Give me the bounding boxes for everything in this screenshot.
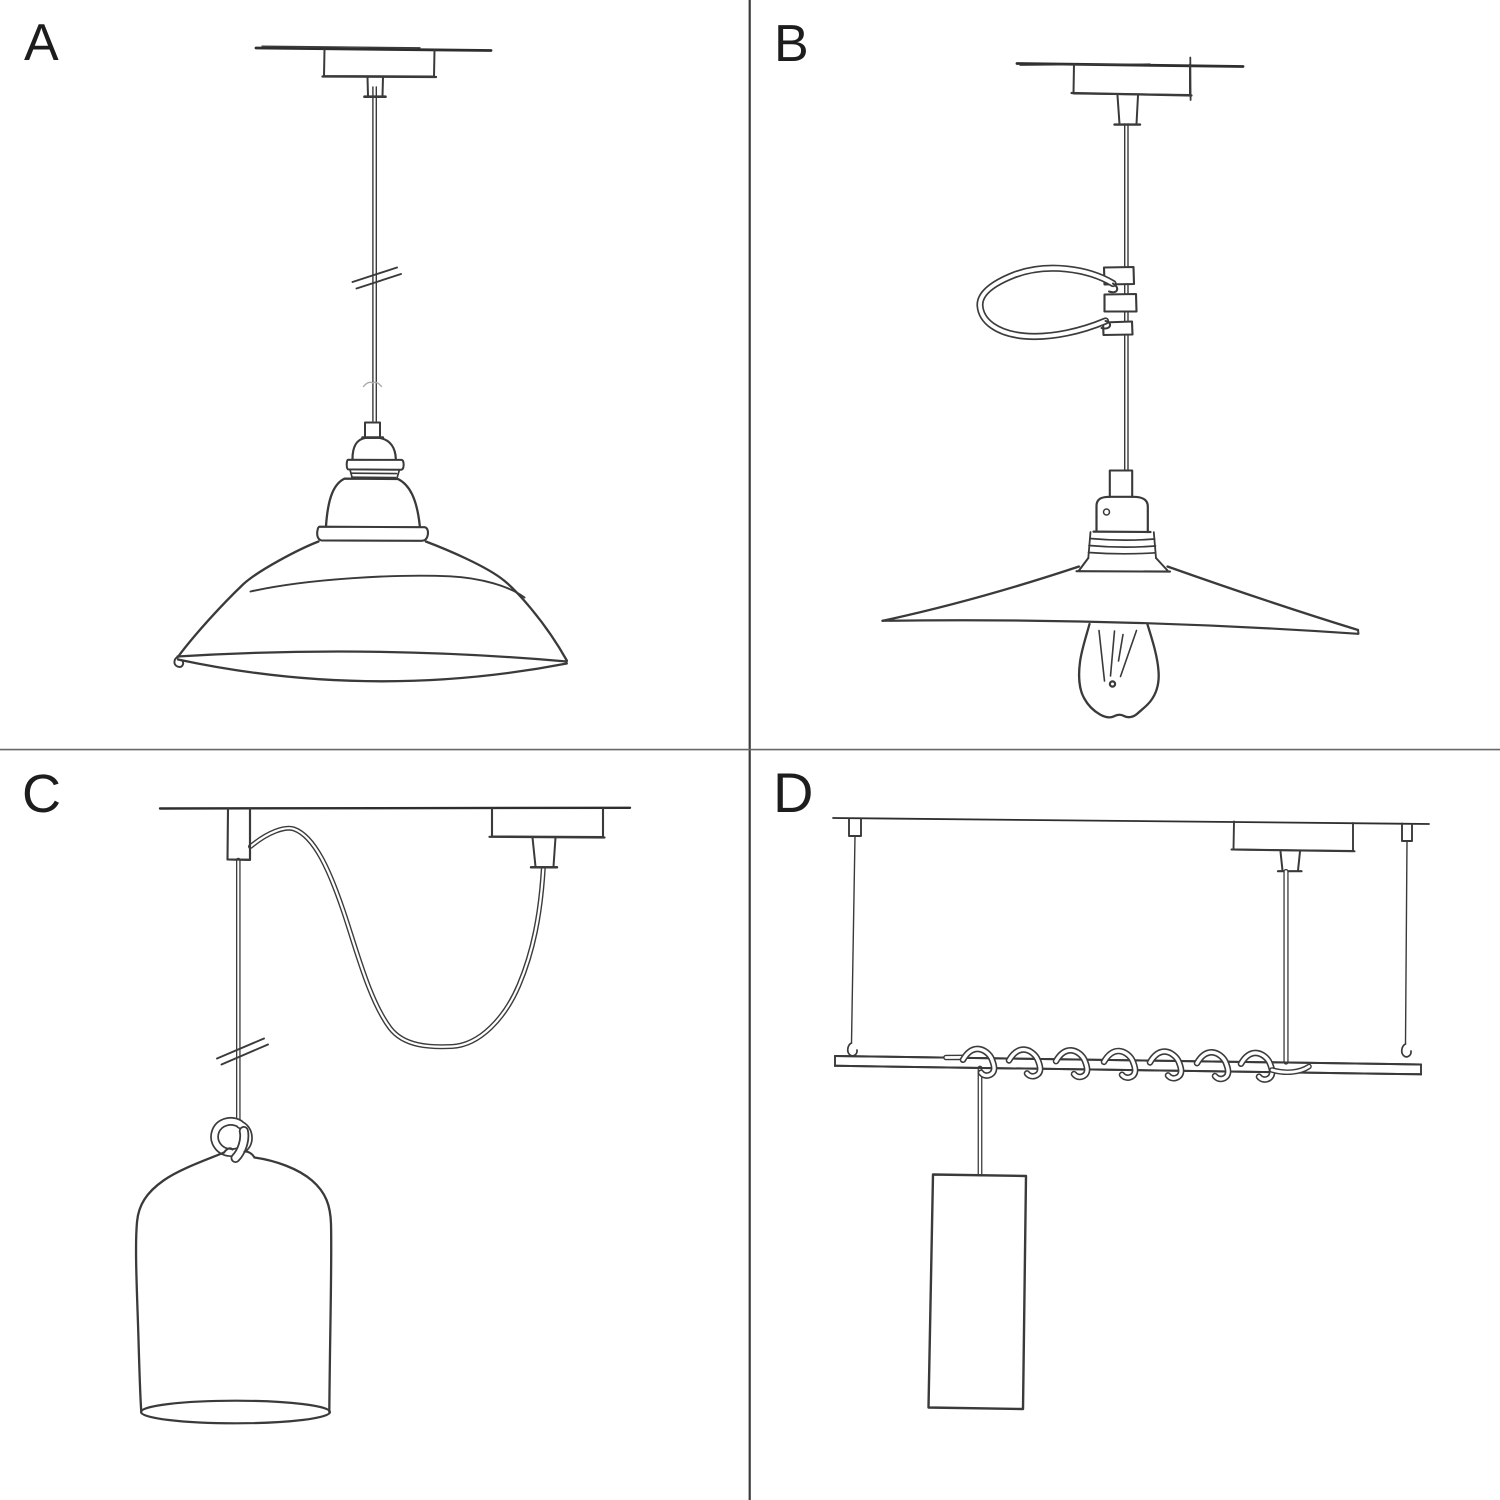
svg-text:B: B — [774, 15, 809, 73]
svg-text:D: D — [773, 761, 813, 824]
svg-text:C: C — [22, 764, 61, 824]
svg-text:A: A — [24, 14, 59, 72]
